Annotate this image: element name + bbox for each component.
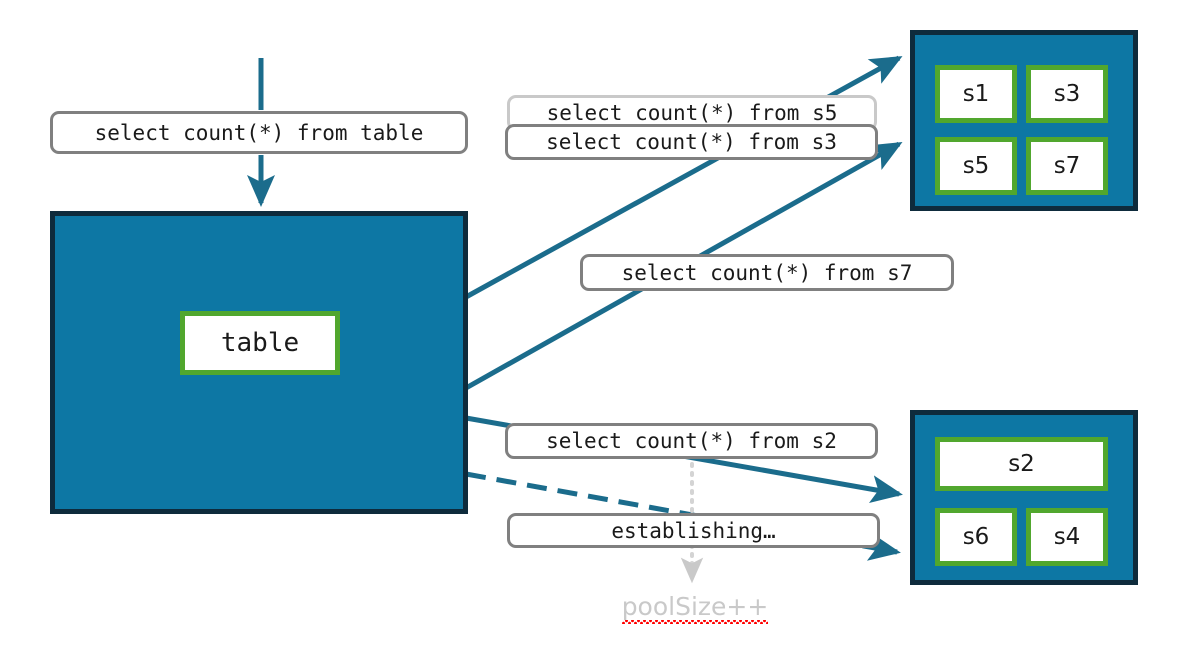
pool-size-increment-text: poolSize++ bbox=[621, 592, 769, 624]
node-s6[interactable]: s6 bbox=[935, 508, 1017, 566]
node-s3[interactable]: s3 bbox=[1026, 65, 1108, 123]
label-query-s3: select count(*) from s3 bbox=[505, 124, 878, 160]
node-s2[interactable]: s2 bbox=[935, 437, 1108, 491]
label-query-s2: select count(*) from s2 bbox=[505, 423, 878, 459]
label-query-s7: select count(*) from s7 bbox=[580, 254, 954, 291]
label-entry-query: select count(*) from table bbox=[50, 111, 468, 154]
node-s5[interactable]: s5 bbox=[935, 137, 1017, 195]
node-s1[interactable]: s1 bbox=[935, 65, 1017, 123]
node-s4[interactable]: s4 bbox=[1026, 508, 1108, 566]
label-establishing: establishing… bbox=[507, 513, 880, 548]
node-table[interactable]: table bbox=[180, 311, 340, 375]
annotation-pool-size-increment: poolSize++ bbox=[595, 592, 795, 624]
node-s7[interactable]: s7 bbox=[1026, 137, 1108, 195]
